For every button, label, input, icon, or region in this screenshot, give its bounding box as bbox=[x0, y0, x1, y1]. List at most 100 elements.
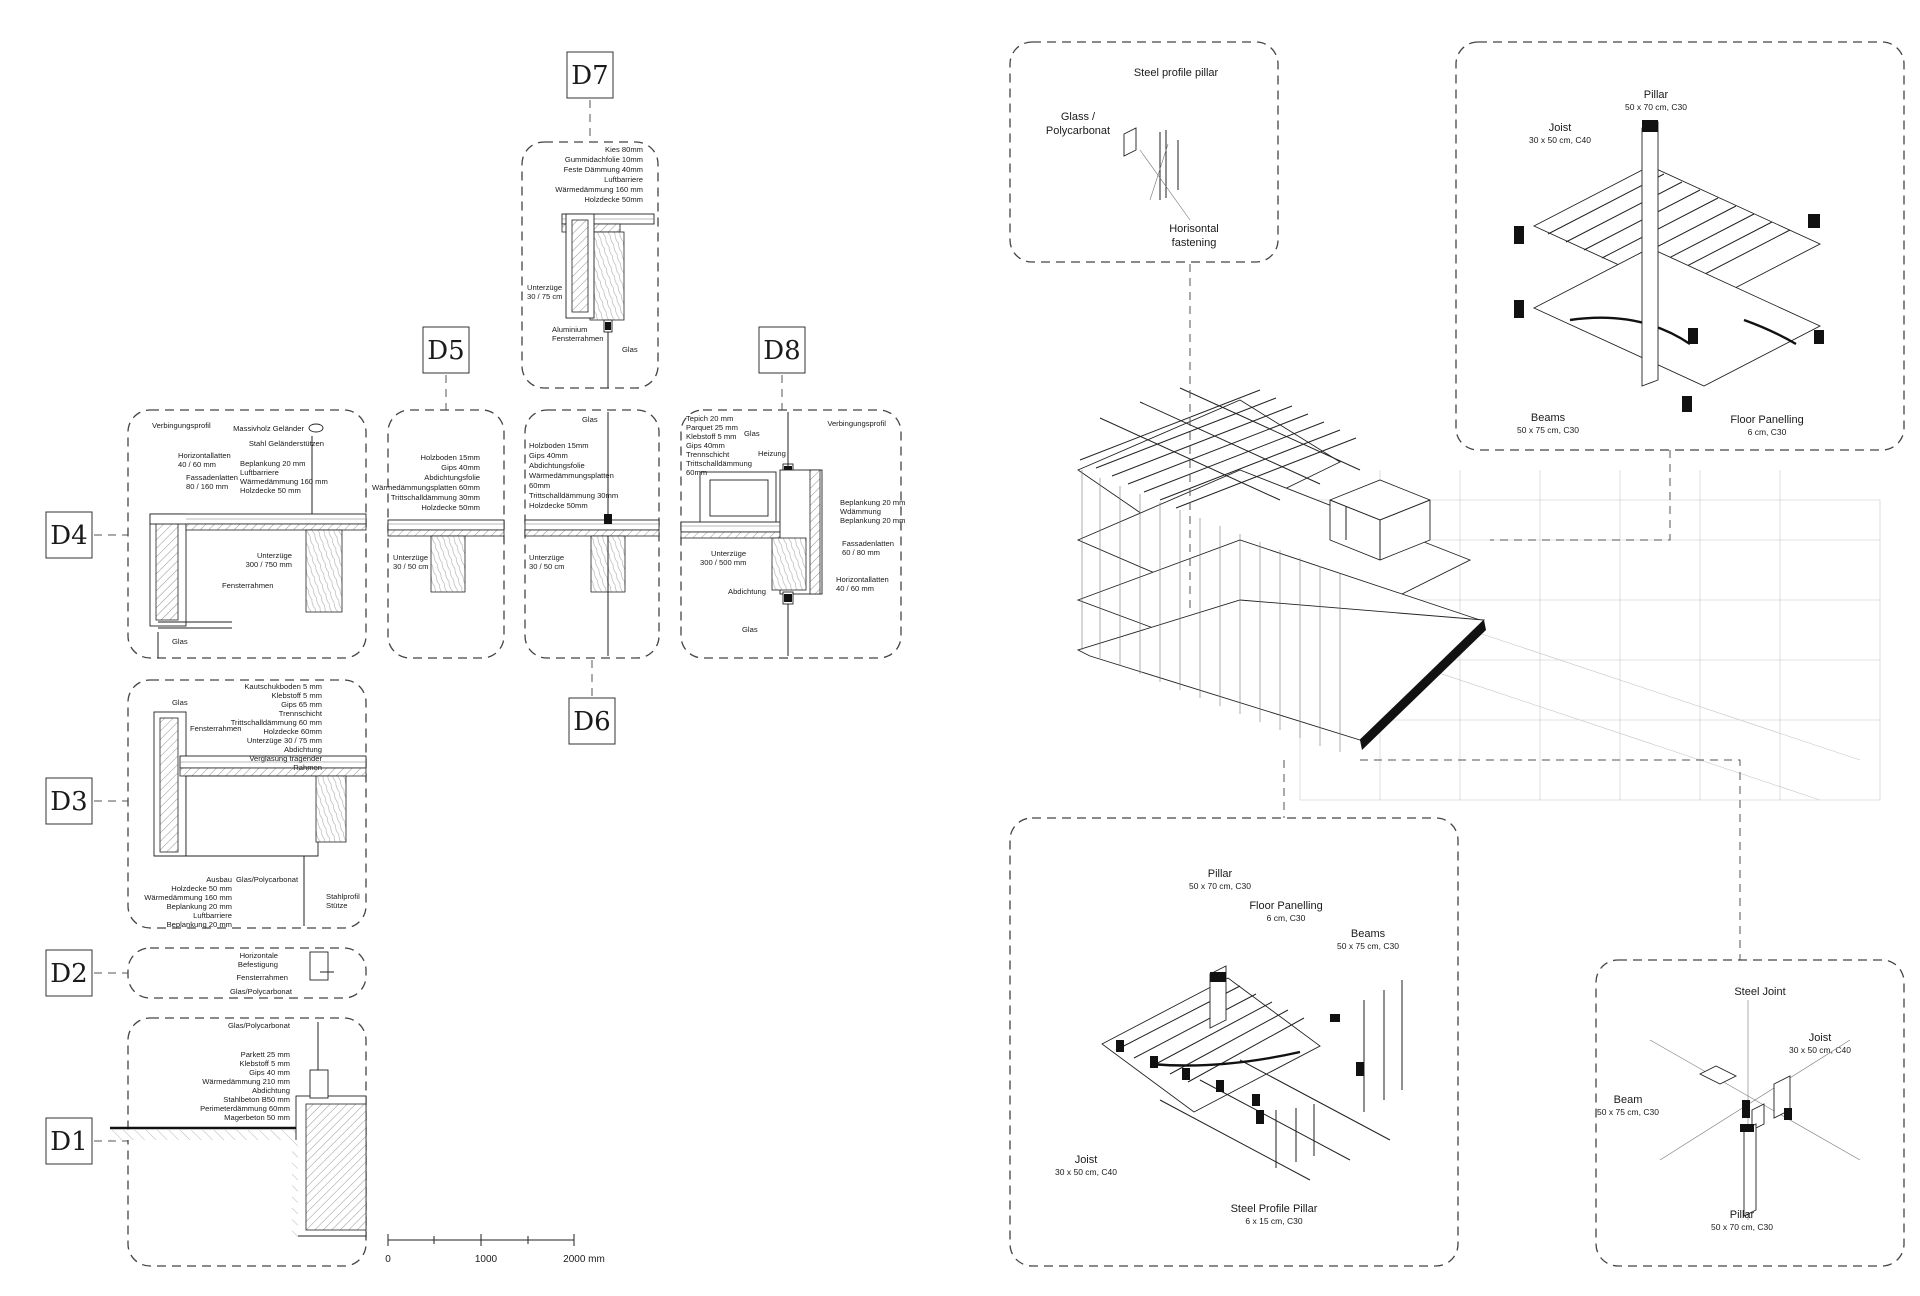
tag-d2: D2 bbox=[50, 959, 87, 989]
d3-bottom-notes: Ausbau Holzdecke 50 mm Wärmedämmung 160 … bbox=[144, 875, 232, 929]
callout-floor: Pillar 50 x 70 cm, C30 Floor Panelling 6… bbox=[1009, 817, 1459, 1267]
d8-horizontal-size: 40 / 60 mm bbox=[836, 584, 874, 593]
floor-steel-pillar-label: Steel Profile Pillar bbox=[1231, 1203, 1318, 1215]
steel-glass-label: Glass / bbox=[1061, 111, 1096, 123]
svg-text:Trennschicht: Trennschicht bbox=[279, 709, 323, 718]
callout-frame-frame bbox=[1455, 41, 1905, 451]
svg-text:Abdichtung: Abdichtung bbox=[284, 745, 322, 754]
d8-glas-label: Glas bbox=[742, 625, 758, 634]
svg-text:Beplankung 20 mm: Beplankung 20 mm bbox=[840, 498, 905, 507]
svg-text:Trittschalldämmung 60 mm: Trittschalldämmung 60 mm bbox=[231, 718, 322, 727]
frame-panelling-size: 6 cm, C30 bbox=[1748, 427, 1787, 437]
d8-abdichtung-label: Abdichtung bbox=[728, 587, 766, 596]
d8-horizontal-label: Horizontallatten bbox=[836, 575, 889, 584]
svg-text:Ausbau: Ausbau bbox=[206, 875, 232, 884]
d6-unterzuge-label: Unterzüge bbox=[529, 553, 564, 562]
leader-joint bbox=[1360, 759, 1741, 960]
d4-rahmen-label: Fensterrahmen bbox=[222, 581, 274, 590]
d7-unterzuge-label: Unterzüge bbox=[527, 283, 562, 292]
svg-text:Gips 40mm: Gips 40mm bbox=[441, 463, 480, 472]
joint-joist-label: Joist bbox=[1809, 1032, 1832, 1044]
tag-d8: D8 bbox=[763, 336, 800, 366]
floor-panelling-label: Floor Panelling bbox=[1249, 900, 1322, 912]
d4-glas-label: Glas bbox=[172, 637, 188, 646]
svg-text:Unterzüge 30 / 75 mm: Unterzüge 30 / 75 mm bbox=[247, 736, 322, 745]
svg-text:Beplankung 20 mm: Beplankung 20 mm bbox=[840, 516, 905, 525]
callout-joint: Steel Joint Joist 30 x 50 cm, C40 Beam 5… bbox=[1595, 959, 1905, 1267]
floor-beams-size: 50 x 75 cm, C30 bbox=[1337, 941, 1399, 951]
svg-text:Gips 65 mm: Gips 65 mm bbox=[281, 700, 322, 709]
d8-verbindung-label: Verbingungsprofil bbox=[827, 419, 886, 428]
svg-text:Gummidachfolie 10mm: Gummidachfolie 10mm bbox=[565, 155, 643, 164]
svg-text:Holzboden 15mm: Holzboden 15mm bbox=[420, 453, 480, 462]
d2-frame bbox=[127, 947, 367, 999]
svg-text:Klebstoff 5 mm: Klebstoff 5 mm bbox=[239, 1059, 290, 1068]
svg-text:Luftbarriere: Luftbarriere bbox=[193, 911, 232, 920]
tag-d4: D4 bbox=[50, 521, 87, 551]
d8-outer-notes: Beplankung 20 mm Wdämmung Beplankung 20 … bbox=[840, 498, 905, 525]
svg-text:Klebstoff 5 mm: Klebstoff 5 mm bbox=[686, 432, 737, 441]
d8-unterzuge-size: 300 / 500 mm bbox=[700, 558, 746, 567]
d4-horizontal-label: Horizontallatten bbox=[178, 451, 231, 460]
joint-pillar-size: 50 x 70 cm, C30 bbox=[1711, 1222, 1773, 1232]
d3-ceiling bbox=[185, 775, 319, 857]
detail-d4: D4 Verbingungsprofil Massivholz Geländer… bbox=[45, 409, 367, 659]
floor-beams-label: Beams bbox=[1351, 928, 1386, 940]
scale-tick-0: 0 bbox=[385, 1254, 391, 1265]
detail-d2: D2 Horizontale Befestigung Fensterrahmen… bbox=[45, 947, 367, 999]
svg-text:Luftbarriere: Luftbarriere bbox=[240, 468, 279, 477]
d3-stahl-label: Stahlprofil bbox=[326, 892, 360, 901]
d3-glas-label: Glas bbox=[172, 698, 188, 707]
detail-d5: D5 Holzboden 15mm Gips 40mm Abdichtungsf… bbox=[372, 326, 505, 659]
d6-unterzuge-size: 30 / 50 cm bbox=[529, 562, 564, 571]
floor-joist-size: 30 x 50 cm, C40 bbox=[1055, 1167, 1117, 1177]
d3-beam bbox=[315, 775, 347, 843]
joint-beam-size: 50 x 75 cm, C30 bbox=[1597, 1107, 1659, 1117]
svg-text:Tepich 20 mm: Tepich 20 mm bbox=[686, 414, 733, 423]
d2-rahmen-label: Fensterrahmen bbox=[237, 973, 289, 982]
scale-tick-2000: 2000 mm bbox=[563, 1254, 605, 1265]
svg-text:Verglasung tragender: Verglasung tragender bbox=[249, 754, 322, 763]
floor-panelling-size: 6 cm, C30 bbox=[1267, 913, 1306, 923]
d8-glas-top-label: Glas bbox=[744, 429, 760, 438]
svg-text:Wärmedämmung 160 mm: Wärmedämmung 160 mm bbox=[555, 185, 643, 194]
svg-text:Holzdecke 50mm: Holzdecke 50mm bbox=[529, 501, 588, 510]
svg-text:Gips 40mm: Gips 40mm bbox=[686, 441, 725, 450]
d4-stuetzen-label: Stahl Geländerstützen bbox=[249, 439, 324, 448]
floor-joist-label: Joist bbox=[1075, 1154, 1098, 1166]
d3-glas-poly-label: Glas/Polycarbonat bbox=[236, 875, 299, 884]
callout-steel-pillar-frame bbox=[1009, 41, 1279, 263]
svg-text:Perimeterdämmung 60mm: Perimeterdämmung 60mm bbox=[200, 1104, 290, 1113]
detail-d3: D3 Glas Fensterrahmen Kautschukboden 5 m… bbox=[45, 679, 367, 929]
svg-text:Trittschalldämmung 30mm: Trittschalldämmung 30mm bbox=[529, 491, 618, 500]
tag-d4-box bbox=[45, 511, 93, 559]
svg-text:Parkett 25 mm: Parkett 25 mm bbox=[241, 1050, 290, 1059]
d3-frame bbox=[127, 679, 367, 929]
tag-d1-box bbox=[45, 1117, 93, 1165]
d2-befestigung-label-2: Befestigung bbox=[238, 960, 278, 969]
frame-pillar-label: Pillar bbox=[1644, 89, 1669, 101]
svg-text:Klebstoff 5 mm: Klebstoff 5 mm bbox=[271, 691, 322, 700]
steel-glass-label-2: Polycarbonat bbox=[1046, 125, 1110, 137]
svg-text:Magerbeton 50 mm: Magerbeton 50 mm bbox=[224, 1113, 290, 1122]
d4-gelaender-label: Massivholz Geländer bbox=[233, 424, 304, 433]
svg-text:Beplankung 20 mm: Beplankung 20 mm bbox=[240, 459, 305, 468]
scale-bar: 0 1000 2000 mm bbox=[385, 1234, 605, 1265]
svg-text:Holzdecke 50 mm: Holzdecke 50 mm bbox=[171, 884, 232, 893]
svg-text:Stahlbeton B50 mm: Stahlbeton B50 mm bbox=[223, 1095, 290, 1104]
detail-d8: D8 Tepich 20 mm Parquet 25 mm Klebstoff … bbox=[680, 326, 905, 659]
svg-text:Rahmen: Rahmen bbox=[293, 763, 322, 772]
callout-frame: Pillar 50 x 70 cm, C30 Joist 30 x 50 cm,… bbox=[1455, 41, 1905, 451]
svg-text:Wdämmung: Wdämmung bbox=[840, 507, 881, 516]
floor-pillar-label: Pillar bbox=[1208, 868, 1233, 880]
svg-text:60mm: 60mm bbox=[529, 481, 550, 490]
d3-layer-notes: Kautschukboden 5 mm Klebstoff 5 mm Gips … bbox=[231, 682, 323, 772]
svg-text:Beplankung 20 mm: Beplankung 20 mm bbox=[167, 920, 232, 929]
svg-text:Beplankung 20 mm: Beplankung 20 mm bbox=[167, 902, 232, 911]
tag-d6: D6 bbox=[573, 707, 610, 737]
callout-leaders bbox=[1189, 264, 1741, 960]
tag-d7: D7 bbox=[571, 61, 608, 91]
building-axonometric bbox=[1076, 387, 1881, 801]
d5-beam bbox=[430, 535, 466, 593]
tag-d8-box bbox=[758, 326, 806, 374]
